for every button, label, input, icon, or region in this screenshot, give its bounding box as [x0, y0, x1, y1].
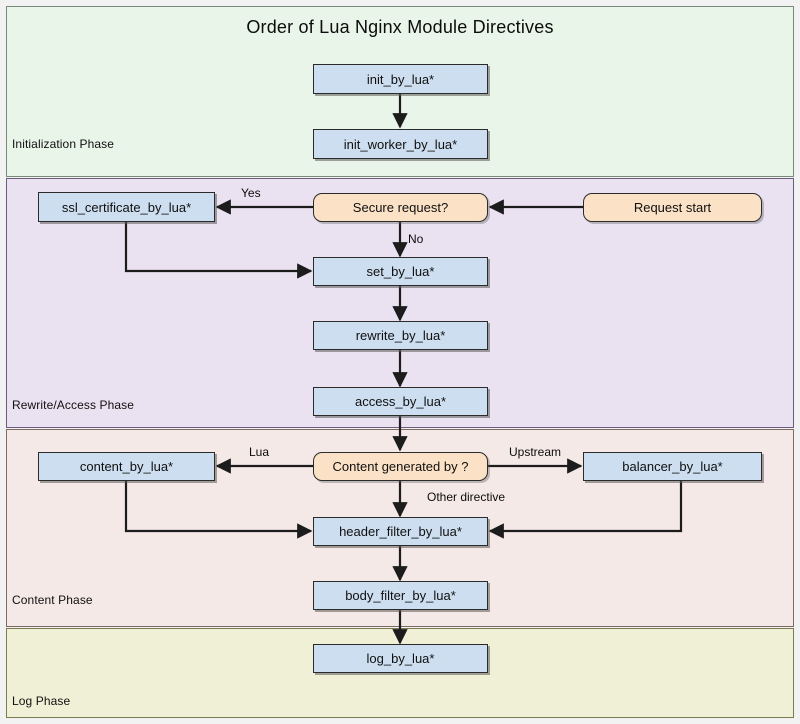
node-header-filter-by-lua[interactable]: header_filter_by_lua* — [313, 517, 488, 546]
node-label: access_by_lua* — [354, 394, 447, 409]
phase-label-rewrite-access: Rewrite/Access Phase — [12, 398, 135, 412]
node-body-filter-by-lua[interactable]: body_filter_by_lua* — [313, 581, 488, 610]
phase-band-log — [6, 628, 794, 718]
node-access-by-lua[interactable]: access_by_lua* — [313, 387, 488, 416]
node-label: rewrite_by_lua* — [355, 328, 446, 343]
node-label: init_worker_by_lua* — [343, 136, 458, 152]
node-content-by-lua[interactable]: content_by_lua* — [38, 452, 215, 481]
node-label: Content generated by ? — [332, 459, 469, 474]
node-init-by-lua[interactable]: init_by_lua* — [313, 64, 488, 94]
node-label: balancer_by_lua* — [622, 459, 723, 474]
node-log-by-lua[interactable]: log_by_lua* — [313, 644, 488, 673]
edge-label-other-directive: Other directive — [427, 490, 506, 504]
node-label: Secure request? — [352, 200, 449, 215]
phase-label-log: Log Phase — [12, 694, 71, 708]
phase-label-initialization: Initialization Phase — [12, 137, 115, 151]
node-content-generated-by[interactable]: Content generated by ? — [313, 452, 488, 481]
edge-label-no: No — [408, 232, 424, 246]
node-label: Request start — [633, 200, 712, 215]
node-label: header_filter_by_lua* — [339, 524, 462, 539]
edge-label-lua: Lua — [249, 445, 270, 459]
phase-label-content: Content Phase — [12, 593, 93, 607]
page-title: Order of Lua Nginx Module Directives — [246, 17, 554, 37]
node-ssl-certificate-by-lua[interactable]: ssl_certificate_by_lua* — [38, 192, 215, 222]
node-label: log_by_lua* — [366, 651, 435, 666]
node-init-worker-by-lua[interactable]: init_worker_by_lua* — [313, 129, 488, 159]
node-request-start[interactable]: Request start — [583, 193, 762, 222]
node-label: init_by_lua* — [366, 71, 435, 87]
node-rewrite-by-lua[interactable]: rewrite_by_lua* — [313, 321, 488, 350]
node-label: body_filter_by_lua* — [345, 588, 456, 603]
edge-label-upstream: Upstream — [509, 445, 562, 459]
node-label: set_by_lua* — [366, 264, 435, 279]
node-label: content_by_lua* — [79, 459, 174, 474]
node-balancer-by-lua[interactable]: balancer_by_lua* — [583, 452, 762, 481]
node-label: ssl_certificate_by_lua* — [61, 199, 192, 215]
node-set-by-lua[interactable]: set_by_lua* — [313, 257, 488, 286]
edge-label-yes: Yes — [241, 186, 261, 200]
node-secure-request[interactable]: Secure request? — [313, 193, 488, 222]
